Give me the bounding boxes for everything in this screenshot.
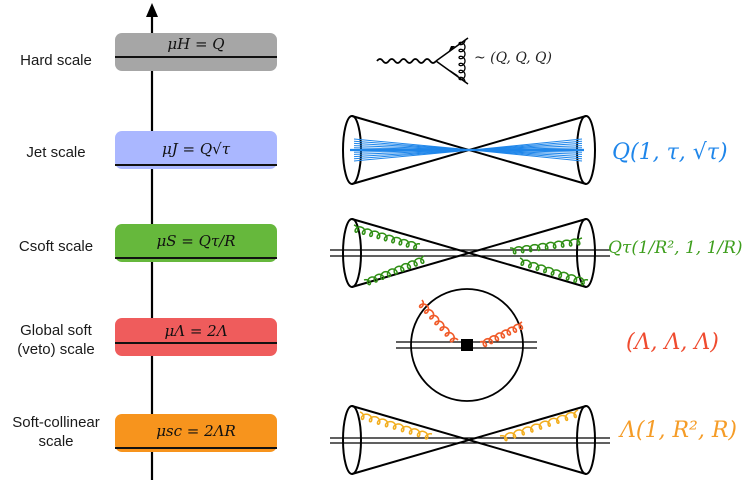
- sc-gluon-right: [499, 409, 579, 442]
- scale-line: [115, 163, 277, 166]
- feynman-panel: [330, 37, 610, 475]
- hard-vertex-diagram: [376, 37, 469, 85]
- scale-line: [115, 446, 277, 449]
- formula-csoft-scale: μS = Qτ/R: [156, 232, 236, 250]
- scaling-global-soft: (Λ, Λ, Λ): [626, 330, 719, 355]
- csoft-cones-diagram: [330, 218, 610, 288]
- soft-circle: [410, 288, 524, 402]
- scale-line: [115, 55, 277, 58]
- sc-gluon-left: [359, 411, 433, 440]
- box-jet-scale: μJ = Q√τ: [115, 131, 277, 169]
- scaling-hard: ~ (Q, Q, Q): [474, 50, 552, 66]
- cone-mouth-right: [576, 405, 596, 475]
- box-global-soft-scale: μΛ = 2Λ: [115, 318, 277, 356]
- gluon-line-vertical: [458, 39, 466, 83]
- quark-line-upper: [435, 37, 469, 62]
- scale-line: [115, 341, 277, 344]
- global-soft-diagram: [396, 288, 537, 402]
- box-soft-collinear-scale: μsc = 2ΛR: [115, 414, 277, 452]
- quark-arrow-lower: [450, 70, 459, 76]
- quark-arrow-upper: [448, 46, 455, 53]
- csoft-gluon-left-lower: [363, 255, 425, 286]
- photon-wavy-line: [376, 58, 437, 64]
- label-csoft-scale: Csoft scale: [18, 238, 94, 255]
- csoft-gluon-right-lower: [510, 237, 583, 255]
- soft-gluon-left: [418, 299, 459, 343]
- scaling-csoft: Qτ(1/R², 1, 1/R): [608, 238, 743, 258]
- formula-jet-scale: μJ = Q√τ: [161, 140, 231, 158]
- scaling-jet: Q(1, τ, √τ): [612, 140, 728, 165]
- jet-cones-diagram: [342, 115, 596, 185]
- label-global-soft-scale: Global soft (veto) scale: [17, 322, 95, 358]
- box-hard-scale: μH = Q: [115, 33, 277, 71]
- label-hard-scale: Hard scale: [20, 52, 92, 69]
- label-soft-collinear-scale: Soft-collinear scale: [12, 414, 100, 450]
- soft-gluon-right: [479, 321, 524, 348]
- box-csoft-scale: μS = Qτ/R: [115, 224, 277, 262]
- formula-soft-collinear-scale: μsc = 2ΛR: [156, 422, 236, 440]
- csoft-gluon-left-upper: [353, 224, 421, 250]
- formula-global-soft-scale: μΛ = 2Λ: [164, 322, 228, 340]
- cone-edge: [351, 405, 587, 475]
- cone-mouth-left: [342, 405, 362, 475]
- csoft-gluon-right-upper: [519, 257, 589, 286]
- jet-particle-line-right: [471, 149, 583, 162]
- formula-hard-scale: μH = Q: [167, 35, 225, 53]
- scale-line: [115, 256, 277, 259]
- label-jet-scale: Jet scale: [26, 144, 86, 161]
- axis-arrowhead: [146, 3, 158, 17]
- jet-particle-line-left: [353, 149, 473, 162]
- scaling-soft-collinear: Λ(1, R², R): [620, 418, 737, 443]
- hard-vertex-square: [461, 339, 473, 351]
- soft-collinear-diagram: [330, 405, 610, 475]
